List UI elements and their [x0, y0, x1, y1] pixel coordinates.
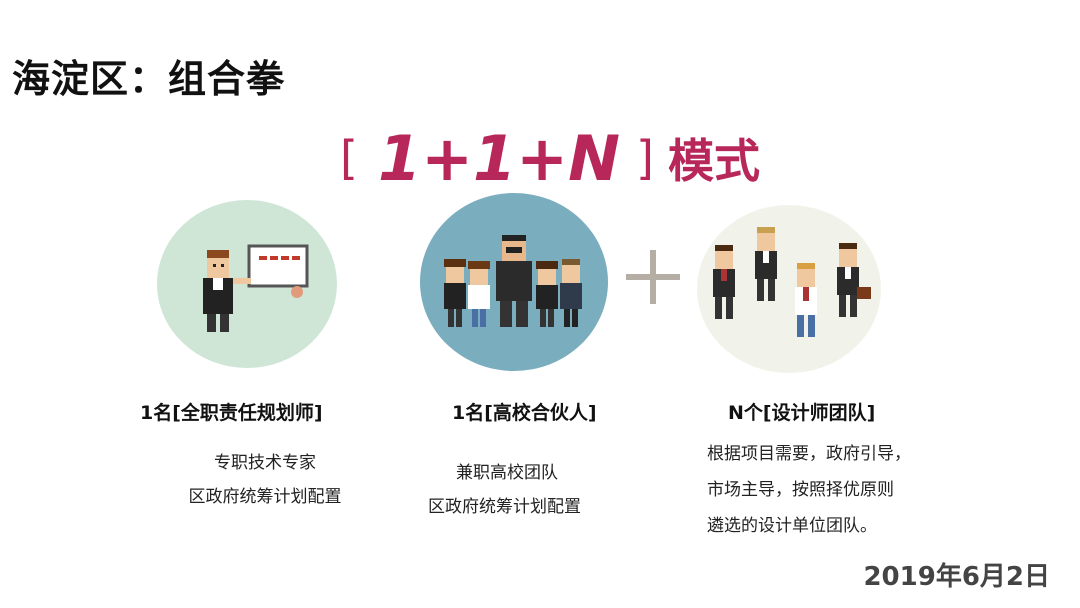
plus-icon	[626, 250, 680, 304]
mode-bracket-left: [	[340, 131, 358, 185]
university-desc-line: 兼职高校团队	[456, 463, 558, 483]
mode-suffix: 模式	[667, 134, 760, 188]
teacher-with-certificate-icon	[157, 200, 337, 368]
designer-desc-line: 根据项目需要，政府引导，	[707, 444, 911, 464]
page-title: 海淀区：组合拳	[12, 57, 286, 101]
mode-formula: 1+1+N	[377, 121, 621, 195]
slide-date: 2019年6月2日	[863, 562, 1050, 592]
mode-bracket-right: ]	[636, 131, 654, 185]
item-heading-planner: 1名[全职责任规划师]	[140, 402, 323, 424]
item-heading-university-partner: 1名[高校合伙人]	[452, 402, 597, 424]
designer-team-icon	[697, 205, 881, 373]
designer-desc-line: 市场主导，按照择优原则	[707, 480, 894, 500]
mode-heading: [ 1+1+N ] 模式	[340, 118, 780, 198]
planner-desc-line: 专职技术专家	[214, 453, 316, 473]
planner-illustration	[203, 244, 309, 332]
designer-team-description: 根据项目需要，政府引导， 市场主导，按照择优原则 遴选的设计单位团队。	[707, 436, 911, 544]
planner-description: 专职技术专家 区政府统筹计划配置	[170, 446, 360, 514]
university-desc-line: 区政府统筹计划配置	[428, 497, 581, 517]
team-illustration	[444, 235, 582, 327]
planner-desc-line: 区政府统筹计划配置	[188, 487, 342, 507]
university-team-icon	[420, 193, 608, 371]
university-partner-description: 兼职高校团队 区政府统筹计划配置	[428, 456, 628, 524]
item-heading-designer-team: N个[设计师团队]	[728, 402, 876, 424]
designer-desc-line: 遴选的设计单位团队。	[707, 516, 877, 536]
designers-illustration	[713, 227, 871, 337]
